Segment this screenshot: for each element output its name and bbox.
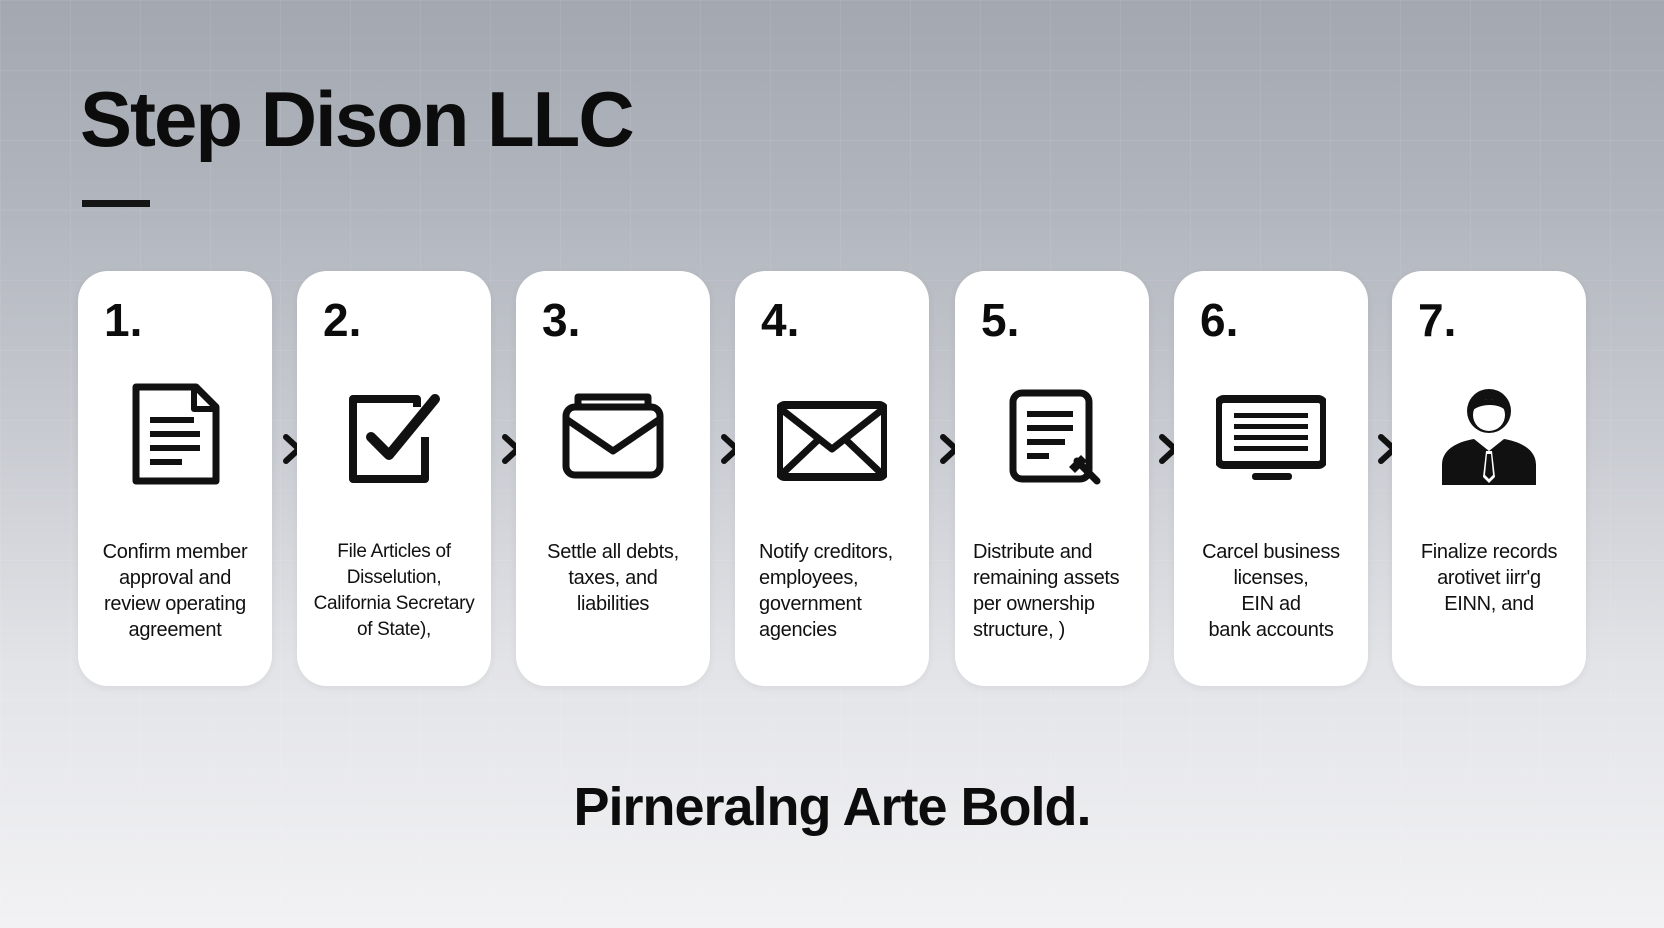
inbox-tray-icon [558, 381, 668, 491]
step-card-5: 5. Distribute and remaining assets per o… [955, 271, 1149, 686]
step-description: Confirm member approval and review opera… [102, 541, 248, 641]
step-description: Notify creditors, employees, government … [759, 541, 893, 641]
step-number: 4. [761, 294, 800, 346]
step-number: 6. [1200, 294, 1239, 346]
footer-caption: Pirneralng Arte Bold. [573, 777, 1091, 837]
step-card-2: 2. File Articles of Disselution, Califor… [297, 271, 491, 686]
process-steps: 1. Confirm member approval and review op… [78, 271, 1586, 686]
step-number: 3. [542, 294, 581, 346]
step-card-6: 6. Carcel business licenses, EIN ad bank… [1174, 271, 1368, 686]
step-description: Finalize records arotivet iirr'g EINN, a… [1420, 541, 1558, 615]
step-description: Settle all debts, taxes, and liabilities [547, 541, 679, 615]
step-number: 7. [1418, 294, 1457, 346]
step-card-3: 3. Settle all debts, taxes, and liabilit… [516, 271, 710, 686]
step-number: 2. [323, 294, 362, 346]
title-underline [82, 200, 150, 207]
step-card-4: 4. Notify creditors, employees, governme… [735, 271, 929, 686]
businessperson-icon [1434, 381, 1544, 491]
document-edit-icon [997, 381, 1107, 491]
envelope-icon [777, 381, 887, 491]
document-icon [120, 381, 230, 491]
step-card-7: 7. Finalize records arotivet iirr'g EINN… [1392, 271, 1586, 686]
step-description: Distribute and remaining assets per owne… [973, 541, 1120, 641]
step-description: Carcel business licenses, EIN ad bank ac… [1202, 541, 1340, 641]
step-number: 1. [104, 294, 143, 346]
step-card-1: 1. Confirm member approval and review op… [78, 271, 272, 686]
checkbox-icon [339, 381, 449, 491]
monitor-icon [1216, 381, 1326, 491]
page-title: Step Dison LLC [80, 75, 635, 163]
step-description: File Articles of Disselution, California… [313, 541, 475, 640]
step-number: 5. [981, 294, 1020, 346]
